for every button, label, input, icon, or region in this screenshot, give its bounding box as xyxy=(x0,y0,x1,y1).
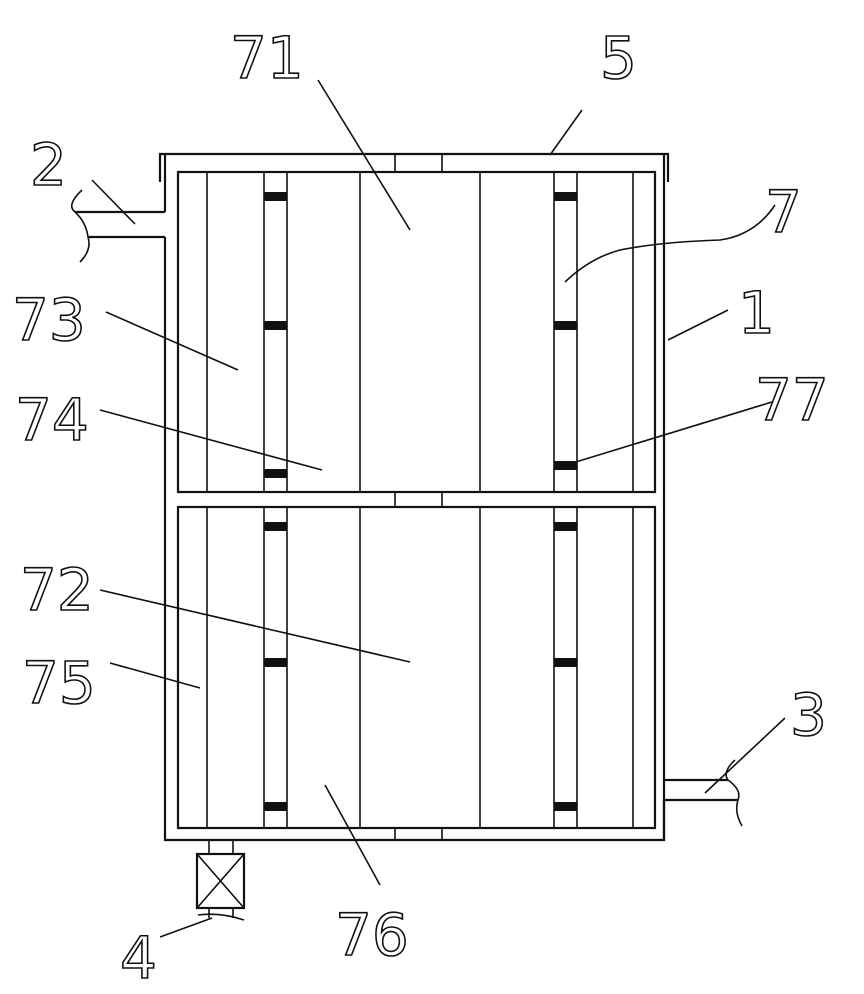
label-7: 7 xyxy=(765,178,802,246)
tank-body xyxy=(163,154,666,842)
lower-chamber xyxy=(176,505,657,830)
label-76: 76 xyxy=(335,901,409,969)
label-3: 3 xyxy=(790,681,827,749)
inlet-pipe xyxy=(70,189,165,263)
middle-connector xyxy=(394,491,443,508)
label-1: 1 xyxy=(738,279,775,347)
upper-chamber xyxy=(176,170,657,494)
label-75: 75 xyxy=(22,649,96,717)
leader-lines xyxy=(91,79,786,938)
label-2: 2 xyxy=(30,131,67,199)
label-4: 4 xyxy=(120,924,157,992)
label-72: 72 xyxy=(20,556,94,624)
valve-icon xyxy=(195,839,246,921)
label-71: 71 xyxy=(230,24,304,92)
label-74: 74 xyxy=(15,386,89,454)
label-5: 5 xyxy=(600,24,637,92)
bottom-connector xyxy=(394,827,443,841)
label-73: 73 xyxy=(12,286,86,354)
outlet-pipe xyxy=(664,759,743,827)
lid xyxy=(158,152,670,182)
label-77: 77 xyxy=(755,366,829,434)
